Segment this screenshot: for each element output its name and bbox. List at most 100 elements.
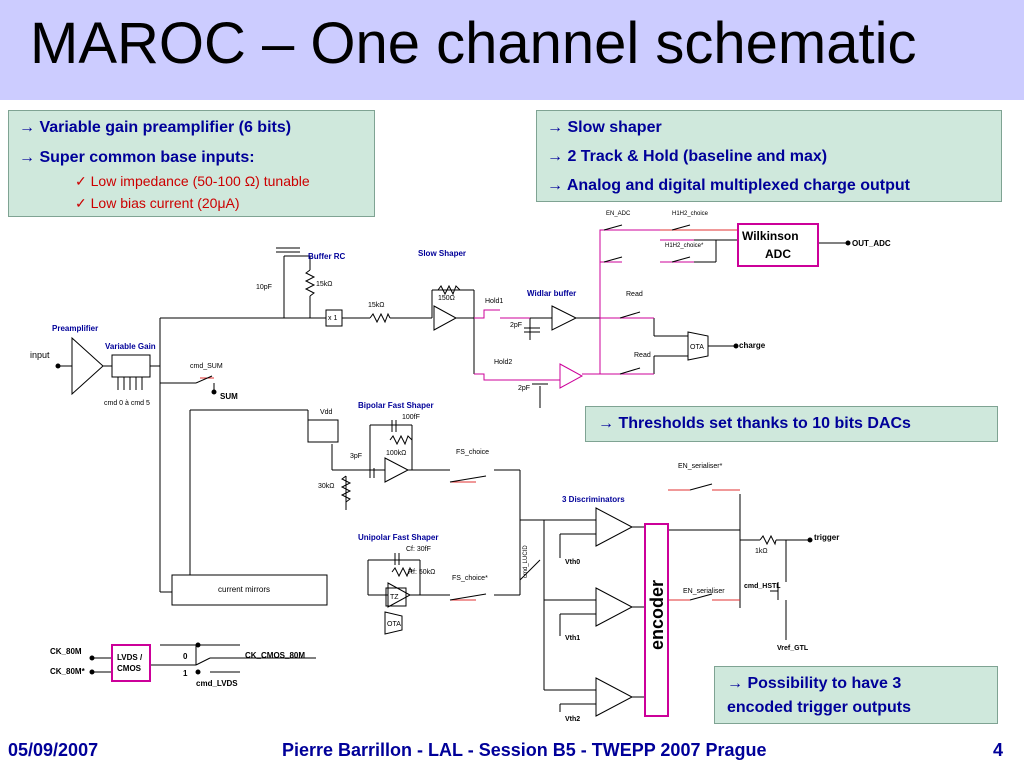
label-hold2: Hold2: [494, 359, 512, 366]
footer-page-number: 4: [993, 740, 1004, 760]
wiring: [58, 239, 846, 712]
tz-block: [385, 587, 407, 607]
feature-line: → Thresholds set thanks to 10 bits DACs: [598, 415, 911, 432]
label-lvds-2: CMOS: [117, 664, 142, 673]
thresholds-box: → Thresholds set thanks to 10 bits DACs: [585, 406, 998, 442]
label-one: 1: [183, 669, 188, 678]
label-cmd-lvds: cmd_LVDS: [196, 679, 238, 688]
feature-line: → Analog and digital multiplexed charge …: [547, 177, 910, 194]
label-input: input: [30, 350, 50, 360]
label-fs-choice: FS_choice: [456, 449, 489, 456]
label-x1: x 1: [328, 315, 337, 322]
ota-2: [384, 611, 403, 635]
label-vdd: Vdd: [320, 409, 333, 416]
label-preamplifier: Preamplifier: [52, 324, 98, 333]
label-cap-3pf: 3pF: [350, 453, 362, 460]
label-en-adc: EN_ADC: [606, 211, 631, 217]
label-cap-10pf: 10pF: [256, 284, 272, 291]
label-fs-choice-n: FS_choice*: [452, 575, 488, 582]
label-cap-100ff: 100fF: [402, 414, 420, 421]
unipolar-shaper-triangle: [387, 582, 412, 608]
label-cmd-gain: cmd 0 à cmd 5: [104, 400, 150, 407]
label-zero: 0: [183, 652, 188, 661]
label-widlar: Widlar buffer: [527, 289, 576, 298]
label-bipolar: Bipolar Fast Shaper: [358, 401, 434, 410]
footer-author: Pierre Barrillon - LAL - Session B5 - TW…: [282, 740, 767, 760]
label-cmd-lucid: cmd_LUCID: [523, 545, 529, 578]
gain-switches: [117, 377, 143, 390]
pins: [55, 240, 851, 675]
label-res-100k: 100kΩ: [386, 450, 406, 457]
feature-line: → Possibility to have 3: [727, 675, 902, 692]
label-cmd-hstl: cmd_HSTL: [744, 583, 781, 590]
label-tz: TZ: [390, 594, 399, 601]
label-charge: charge: [739, 341, 766, 350]
switch-symbols: [195, 224, 713, 666]
bipolar-shaper-triangle: [384, 457, 410, 483]
discriminator-1: [595, 587, 634, 627]
label-res-30k: 30kΩ: [318, 483, 335, 490]
discriminator-0: [595, 507, 634, 547]
amplifiers: [71, 305, 634, 717]
label-lvds-1: LVDS /: [117, 653, 143, 662]
red-traces: [200, 229, 740, 601]
ota-1: [687, 331, 709, 361]
hold2-buffer-triangle: [559, 363, 584, 389]
label-sum: SUM: [220, 392, 238, 401]
wilkinson-adc-block: [737, 223, 819, 267]
vdd-transistors: [307, 419, 339, 443]
label-rf: Rf: 50kΩ: [408, 569, 435, 576]
trigger-outputs-box: → Possibility to have 3 encoded trigger …: [714, 666, 998, 724]
features-box-left: → Variable gain preamplifier (6 bits) → …: [8, 110, 375, 217]
label-cap-2pf-b: 2pF: [518, 385, 530, 392]
discriminator-2: [595, 677, 634, 717]
label-vth2: Vth2: [565, 716, 580, 723]
label-res-150: 150Ω: [438, 295, 455, 302]
label-ck-80m-n: CK_80M*: [50, 667, 86, 676]
label-ck-80m: CK_80M: [50, 647, 82, 656]
capacitors: [369, 420, 400, 565]
label-h1h2: H1H2_choice: [672, 211, 709, 217]
label-three-disc: 3 Discriminators: [562, 495, 625, 504]
label-slow-shaper: Slow Shaper: [418, 249, 466, 258]
label-ota-1: OTA: [690, 344, 704, 351]
resistors: [304, 269, 777, 578]
encoder-block: [644, 523, 669, 717]
features-box-right: → Slow shaper → 2 Track & Hold (baseline…: [536, 110, 1002, 202]
x1-buffer: [325, 309, 343, 327]
slide-title: MAROC – One channel schematic: [30, 11, 917, 76]
label-en-ser: EN_serialiser: [683, 588, 725, 595]
feature-line: → Super common base inputs:: [19, 149, 255, 166]
label-hold1: Hold1: [485, 298, 503, 305]
label-wilkinson-1: Wilkinson: [742, 229, 799, 243]
variable-gain-block: [111, 354, 151, 378]
label-res-15k-a: 15kΩ: [316, 281, 333, 288]
label-unipolar: Unipolar Fast Shaper: [358, 533, 438, 542]
label-ota-2: OTA: [387, 621, 401, 628]
label-buffer-rc: Buffer RC: [308, 252, 346, 261]
label-wilkinson-2: ADC: [765, 247, 791, 261]
slow-shaper-triangle: [433, 305, 458, 331]
label-vth0: Vth0: [565, 559, 580, 566]
labels: input Preamplifier Variable Gain cmd 0 à…: [30, 211, 891, 723]
label-vth1: Vth1: [565, 635, 580, 642]
current-mirrors-block: [171, 574, 328, 606]
label-out-adc: OUT_ADC: [852, 239, 891, 248]
label-ck-cmos: CK_CMOS_80M: [245, 651, 305, 660]
preamplifier-triangle: [71, 336, 104, 396]
feature-subline: ✓ Low impedance (50-100 Ω) tunable: [75, 173, 310, 189]
footer-date: 05/09/2007: [8, 740, 99, 760]
lvds-cmos-block: [111, 644, 151, 682]
label-cap-2pf-a: 2pF: [510, 322, 522, 329]
label-cmd-sum: cmd_SUM: [190, 363, 223, 370]
blocks: [111, 223, 819, 717]
label-vref-gtl: Vref_GTL: [777, 645, 809, 652]
feature-line: → Slow shaper: [547, 119, 662, 136]
label-h1h2n: H1H2_choice*: [665, 243, 704, 249]
label-cf: Cf: 30fF: [406, 546, 431, 553]
label-encoder: encoder: [647, 580, 667, 650]
label-trigger: trigger: [814, 533, 839, 542]
label-read-1: Read: [626, 291, 643, 298]
feature-line: → Variable gain preamplifier (6 bits): [19, 119, 292, 136]
